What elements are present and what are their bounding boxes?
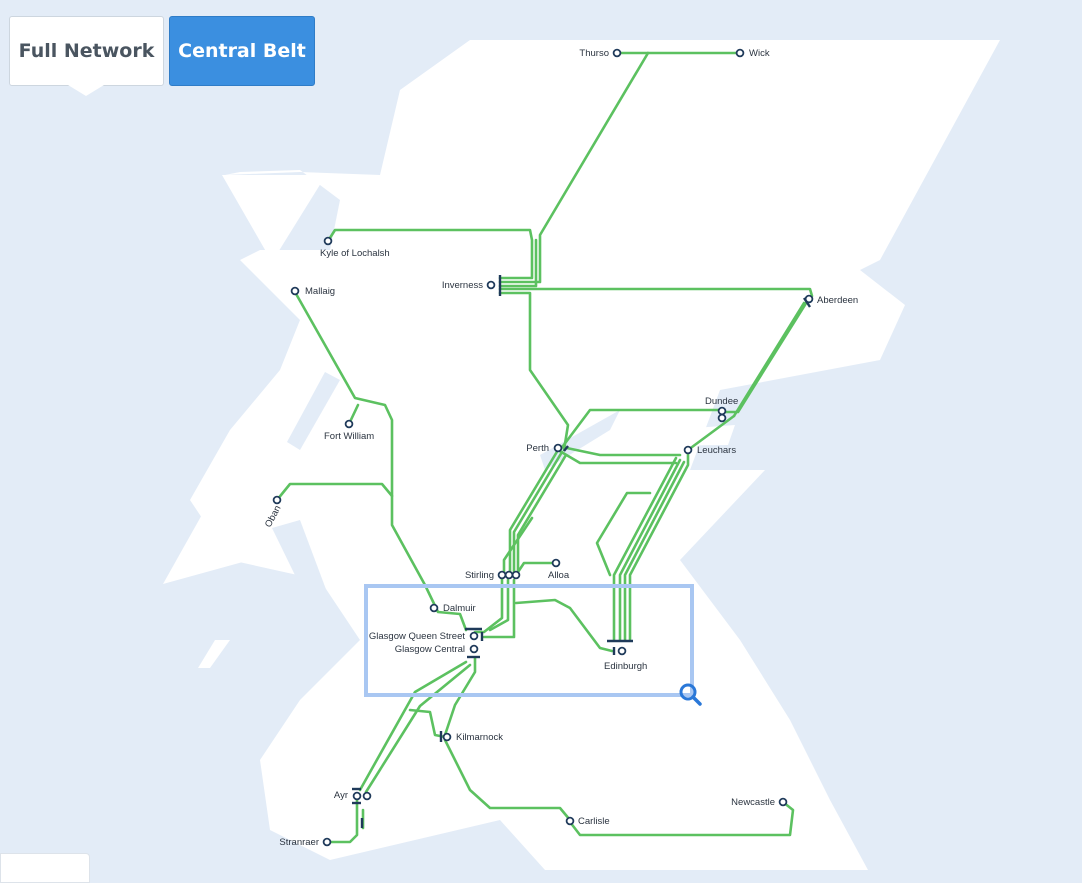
station-marker-glasgow-central: [469, 644, 479, 654]
station-marker-ayr-1: [352, 791, 362, 801]
route-stirling-glasgow-1: [473, 573, 504, 634]
station-marker-stranraer: [322, 837, 332, 847]
route-stirling-glasgow-3: [482, 578, 516, 639]
route-leuchars-edinburgh-4: [612, 456, 678, 642]
label-newcastle: Newcastle: [731, 797, 775, 808]
label-ayr: Ayr: [334, 790, 348, 801]
label-perth: Perth: [526, 443, 549, 454]
label-wick: Wick: [749, 48, 770, 59]
route-inverness-aberdeen: [498, 287, 814, 298]
station-marker-newcastle: [778, 797, 788, 807]
station-marker-inverness: [486, 280, 496, 290]
label-glasgow-qs: Glasgow Queen Street: [369, 631, 465, 642]
island-shape-2: [163, 495, 250, 584]
island-shape-5: [636, 425, 735, 446]
label-stirling: Stirling: [465, 570, 494, 581]
route-glasgow-kilmarnock: [443, 656, 477, 737]
station-marker-thurso: [612, 48, 622, 58]
label-stranraer: Stranraer: [279, 837, 319, 848]
station-marker-stirling-2: [504, 570, 514, 580]
station-marker-dundee-2: [717, 413, 727, 423]
route-fife-loop: [595, 491, 652, 577]
station-marker-dundee-1: [717, 406, 727, 416]
route-leuchars-edinburgh-1: [628, 448, 690, 642]
magnifier-icon[interactable]: [679, 683, 702, 706]
station-marker-glasgow-qs: [469, 631, 479, 641]
route-dundee-leuchars: [686, 414, 736, 452]
label-glasgow-central: Glasgow Central: [395, 644, 465, 655]
route-ayr-stranraer: [325, 796, 359, 844]
route-perth-east-2: [560, 445, 682, 457]
station-marker-carlisle: [565, 816, 575, 826]
island-shape-3: [198, 640, 230, 668]
station-marker-mallaig: [290, 286, 300, 296]
station-marker-oban: [272, 495, 282, 505]
route-carlisle-newcastle: [568, 800, 795, 837]
label-kyle: Kyle of Lochalsh: [320, 248, 390, 259]
route-highland: [498, 291, 570, 452]
station-marker-stirling-1: [497, 570, 507, 580]
route-perth-stirling-2: [512, 450, 564, 577]
label-inverness: Inverness: [442, 280, 483, 291]
label-thurso: Thurso: [579, 48, 609, 59]
route-glasgow-ayr-2: [364, 663, 472, 794]
scale-box: [0, 853, 90, 883]
label-carlisle: Carlisle: [578, 816, 610, 827]
label-leuchars: Leuchars: [697, 445, 736, 456]
station-marker-ayr-2: [362, 791, 372, 801]
label-kilmarnock: Kilmarnock: [456, 732, 503, 743]
label-fort-william: Fort William: [324, 431, 374, 442]
station-marker-dalmuir: [429, 603, 439, 613]
route-west-highland: [293, 290, 468, 632]
station-marker-edinburgh: [617, 646, 627, 656]
island-shape: [222, 175, 326, 262]
station-marker-perth: [553, 443, 563, 453]
terminal-bars: [352, 275, 811, 828]
route-glasgow-edinburgh: [514, 598, 614, 653]
route-kilmarnock-carlisle: [443, 738, 572, 822]
station-marker-alloa: [551, 558, 561, 568]
tab-full-network[interactable]: Full Network: [9, 16, 164, 86]
route-kyle: [326, 228, 534, 280]
tab-pointer: [68, 85, 104, 96]
station-marker-fort-william: [344, 419, 354, 429]
route-perth-stirling-3: [516, 453, 568, 577]
station-marker-kilmarnock: [442, 732, 452, 742]
routes: [275, 51, 814, 844]
route-dundee-perth: [558, 408, 724, 452]
label-mallaig: Mallaig: [305, 286, 335, 297]
label-alloa: Alloa: [548, 570, 570, 581]
route-far-north-2: [498, 238, 538, 288]
station-marker-leuchars: [683, 445, 693, 455]
route-aberdeen-dundee-2: [732, 301, 806, 418]
route-oban: [275, 482, 394, 502]
label-dalmuir: Dalmuir: [443, 603, 476, 614]
route-stirling-glasgow-2: [488, 578, 510, 632]
route-leuchars-edinburgh-3: [618, 458, 682, 642]
island-shape-4: [640, 250, 770, 272]
route-leuchars-edinburgh-2: [623, 460, 686, 642]
station-marker-kyle: [323, 236, 333, 246]
tab-central-belt[interactable]: Central Belt: [169, 16, 315, 86]
route-perth-stirling-1: [508, 448, 560, 577]
station-marker-stirling-3: [511, 570, 521, 580]
label-edinburgh: Edinburgh: [604, 661, 647, 672]
label-aberdeen: Aberdeen: [817, 295, 858, 306]
route-perth-stirling-4: [502, 516, 534, 577]
route-glasgow-ayr: [358, 660, 468, 792]
label-dundee: Dundee: [705, 396, 738, 407]
station-marker-wick: [735, 48, 745, 58]
station-labels: Thurso Wick Kyle of Lochalsh Inverness M…: [263, 48, 858, 848]
central-belt-zoom-box[interactable]: [364, 584, 694, 697]
route-far-north: [498, 51, 650, 284]
station-markers: [272, 48, 814, 847]
route-alloa: [514, 561, 558, 577]
